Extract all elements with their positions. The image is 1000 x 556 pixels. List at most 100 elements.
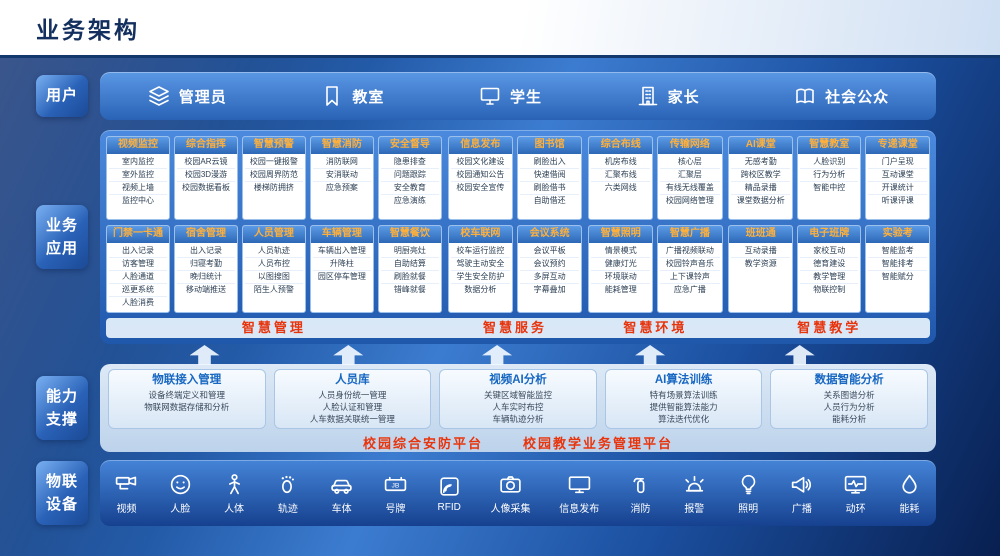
card-item: 字幕叠加	[533, 284, 566, 294]
capability-item: 物联网数据存储和分析	[144, 401, 230, 412]
fire-icon	[628, 472, 653, 497]
capability-card-title: 人员库	[335, 374, 370, 386]
capability-card-title: 数据智能分析	[814, 374, 884, 386]
card-item: 车辆出入管理	[312, 245, 371, 258]
card-body: 智能监考智能排考智能赋分	[866, 243, 929, 313]
card-item: 巡更系统	[109, 284, 167, 297]
screen-icon	[567, 472, 592, 497]
device-item: 动环	[843, 472, 868, 515]
up-arrow-icon	[482, 345, 513, 365]
band-label-capability: 能力 支撑	[36, 375, 88, 441]
device-item: 消防	[628, 472, 653, 515]
app-card-group: 班班通互动录播教学资源电子班牌家校互动德育建设教学管理物联控制实验考智能监考智能…	[728, 225, 930, 313]
card-item: 校园网络管理	[665, 195, 714, 205]
device-label: 动环	[845, 503, 866, 515]
business-panel: 视频监控室内监控室外监控视频上墙监控中心综合指挥校园AR云镜校园3D漫游校园数据…	[100, 130, 936, 344]
card-title: 校车联网	[448, 226, 512, 243]
capability-card: 物联接入管理设备终端定义和管理物联网数据存储和分析	[108, 369, 266, 429]
app-card: AI课堂无感考勤跨校区教学精品录播课堂数据分析	[728, 136, 793, 220]
card-item: 消防联网	[312, 156, 371, 169]
device-item: 车体	[329, 472, 354, 515]
card-body: 家校互动德育建设教学管理物联控制	[798, 243, 861, 313]
app-card-group: 门禁一卡通出入记录访客管理人脸通道巡更系统人脸消费宿舍管理出入记录归寝考勤晚归统…	[106, 225, 442, 313]
card-body: 会议平板会议预约多屏互动字幕叠加	[518, 243, 581, 313]
card-item: 园区停车管理	[317, 271, 366, 281]
arrow-row	[100, 345, 936, 365]
users-band: 用户 管理员教室学生家长社会公众	[36, 72, 936, 120]
device-label: 视频	[116, 503, 137, 515]
card-title: 传输网络	[658, 137, 722, 154]
card-body: 校车运行监控驾驶主动安全学生安全防护数据分析	[449, 243, 512, 313]
card-title: 专递课堂	[866, 137, 929, 154]
card-item: 校车运行监控	[450, 245, 510, 258]
business-caption-strip: 智慧管理智慧服务智慧环境智慧教学	[106, 318, 930, 338]
card-item: 安消联动	[312, 169, 371, 182]
device-item: 人像采集	[490, 472, 530, 515]
device-label: 信息发布	[559, 503, 600, 515]
plate-icon: JB	[383, 472, 408, 497]
business-card-row-2: 门禁一卡通出入记录访客管理人脸通道巡更系统人脸消费宿舍管理出入记录归寝考勤晚归统…	[106, 225, 930, 313]
card-item: 安全教育	[380, 182, 439, 195]
card-item: 楼梯防拥挤	[253, 182, 294, 192]
card-item: 教学资源	[744, 258, 777, 268]
card-item: 视频上墙	[109, 182, 167, 195]
band-label-devices: 物联 设备	[36, 460, 88, 526]
capability-panel: 物联接入管理设备终端定义和管理物联网数据存储和分析人员库人员身份统一管理人脸认证…	[100, 364, 936, 452]
card-item: 自助借还	[533, 195, 566, 205]
capability-item: 人车实时布控	[492, 401, 544, 412]
capability-card: 视频AI分析关键区域智能监控人车实时布控车辆轨迹分析	[439, 369, 597, 429]
card-item: 应急广播	[673, 284, 706, 294]
card-item: 出入记录	[109, 245, 167, 258]
page-title: 业务架构	[36, 16, 140, 43]
svg-text:JB: JB	[391, 482, 399, 489]
card-item: 移动端推送	[185, 284, 226, 294]
app-card: 专递课堂门户呈现互动课堂开课统计听课评课	[865, 136, 930, 220]
card-item: 会议预约	[520, 258, 580, 271]
device-item: 广播	[789, 472, 814, 515]
capability-item: 人车数据关联统一管理	[309, 414, 395, 425]
card-title: 智慧餐饮	[378, 226, 441, 243]
device-item: 信息发布	[559, 472, 599, 515]
card-title: 智慧教室	[797, 137, 861, 154]
capability-item: 关键区域智能监控	[483, 389, 552, 400]
card-item: 升降柱	[312, 258, 371, 271]
app-card-group: AI课堂无感考勤跨校区教学精品录播课堂数据分析智慧教室人脸识别行为分析智能中控专…	[728, 136, 930, 220]
app-card: 信息发布校园文化建设校园通知公告校园安全宣传	[447, 136, 513, 220]
app-card: 智慧消防消防联网安消联动应急预案	[309, 136, 374, 220]
capability-item: 人脸认证和管理	[322, 401, 383, 412]
card-body: 机房布线汇聚布线六类网线	[589, 154, 652, 220]
app-card: 电子班牌家校互动德育建设教学管理物联控制	[796, 225, 862, 313]
card-body: 刷脸出入快速借阅刷脸借书自助借还	[518, 154, 581, 220]
device-item: 能耗	[897, 472, 922, 515]
card-item: 应急预案	[325, 182, 358, 192]
card-item: 出入记录	[176, 245, 235, 258]
capability-card: AI算法训练特有场景算法训练提供智能算法能力算法迭代优化	[604, 369, 763, 429]
app-card-group: 综合布线机房布线汇聚布线六类网线传输网络核心层汇聚层有线无线覆盖校园网络管理	[588, 136, 723, 220]
card-item: 互动课堂	[868, 169, 927, 182]
device-item: 报警	[682, 472, 707, 515]
capability-item: 人员行为分析	[823, 401, 875, 412]
app-card: 校车联网校车运行监控驾驶主动安全学生安全防护数据分析	[447, 225, 513, 313]
card-title: 人员管理	[242, 226, 305, 243]
card-body: 情景模式健康灯光环境联动能耗管理	[589, 243, 652, 313]
card-item: 以图搜图	[244, 271, 303, 284]
card-item: 核心层	[660, 156, 720, 169]
card-body: 出入记录访客管理人脸通道巡更系统人脸消费	[107, 243, 169, 313]
card-item: 人脸识别	[799, 156, 859, 169]
device-label: 报警	[684, 503, 705, 515]
card-item: 环境联动	[591, 271, 651, 284]
card-item: 健康灯光	[591, 258, 651, 271]
monitor-icon	[478, 84, 502, 108]
card-item: 访客管理	[109, 258, 167, 271]
card-item: 归寝考勤	[176, 258, 235, 271]
card-item: 快速借阅	[520, 169, 580, 182]
camera-icon	[498, 472, 523, 497]
card-item: 刷脸借书	[520, 182, 580, 195]
capability-item: 能耗分析	[832, 414, 867, 425]
app-card: 会议系统会议平板会议预约多屏互动字幕叠加	[517, 225, 583, 313]
layers-icon	[147, 84, 171, 108]
capability-band: 能力 支撑 物联接入管理设备终端定义和管理物联网数据存储和分析人员库人员身份统一…	[36, 364, 936, 452]
card-title: 电子班牌	[797, 226, 861, 243]
